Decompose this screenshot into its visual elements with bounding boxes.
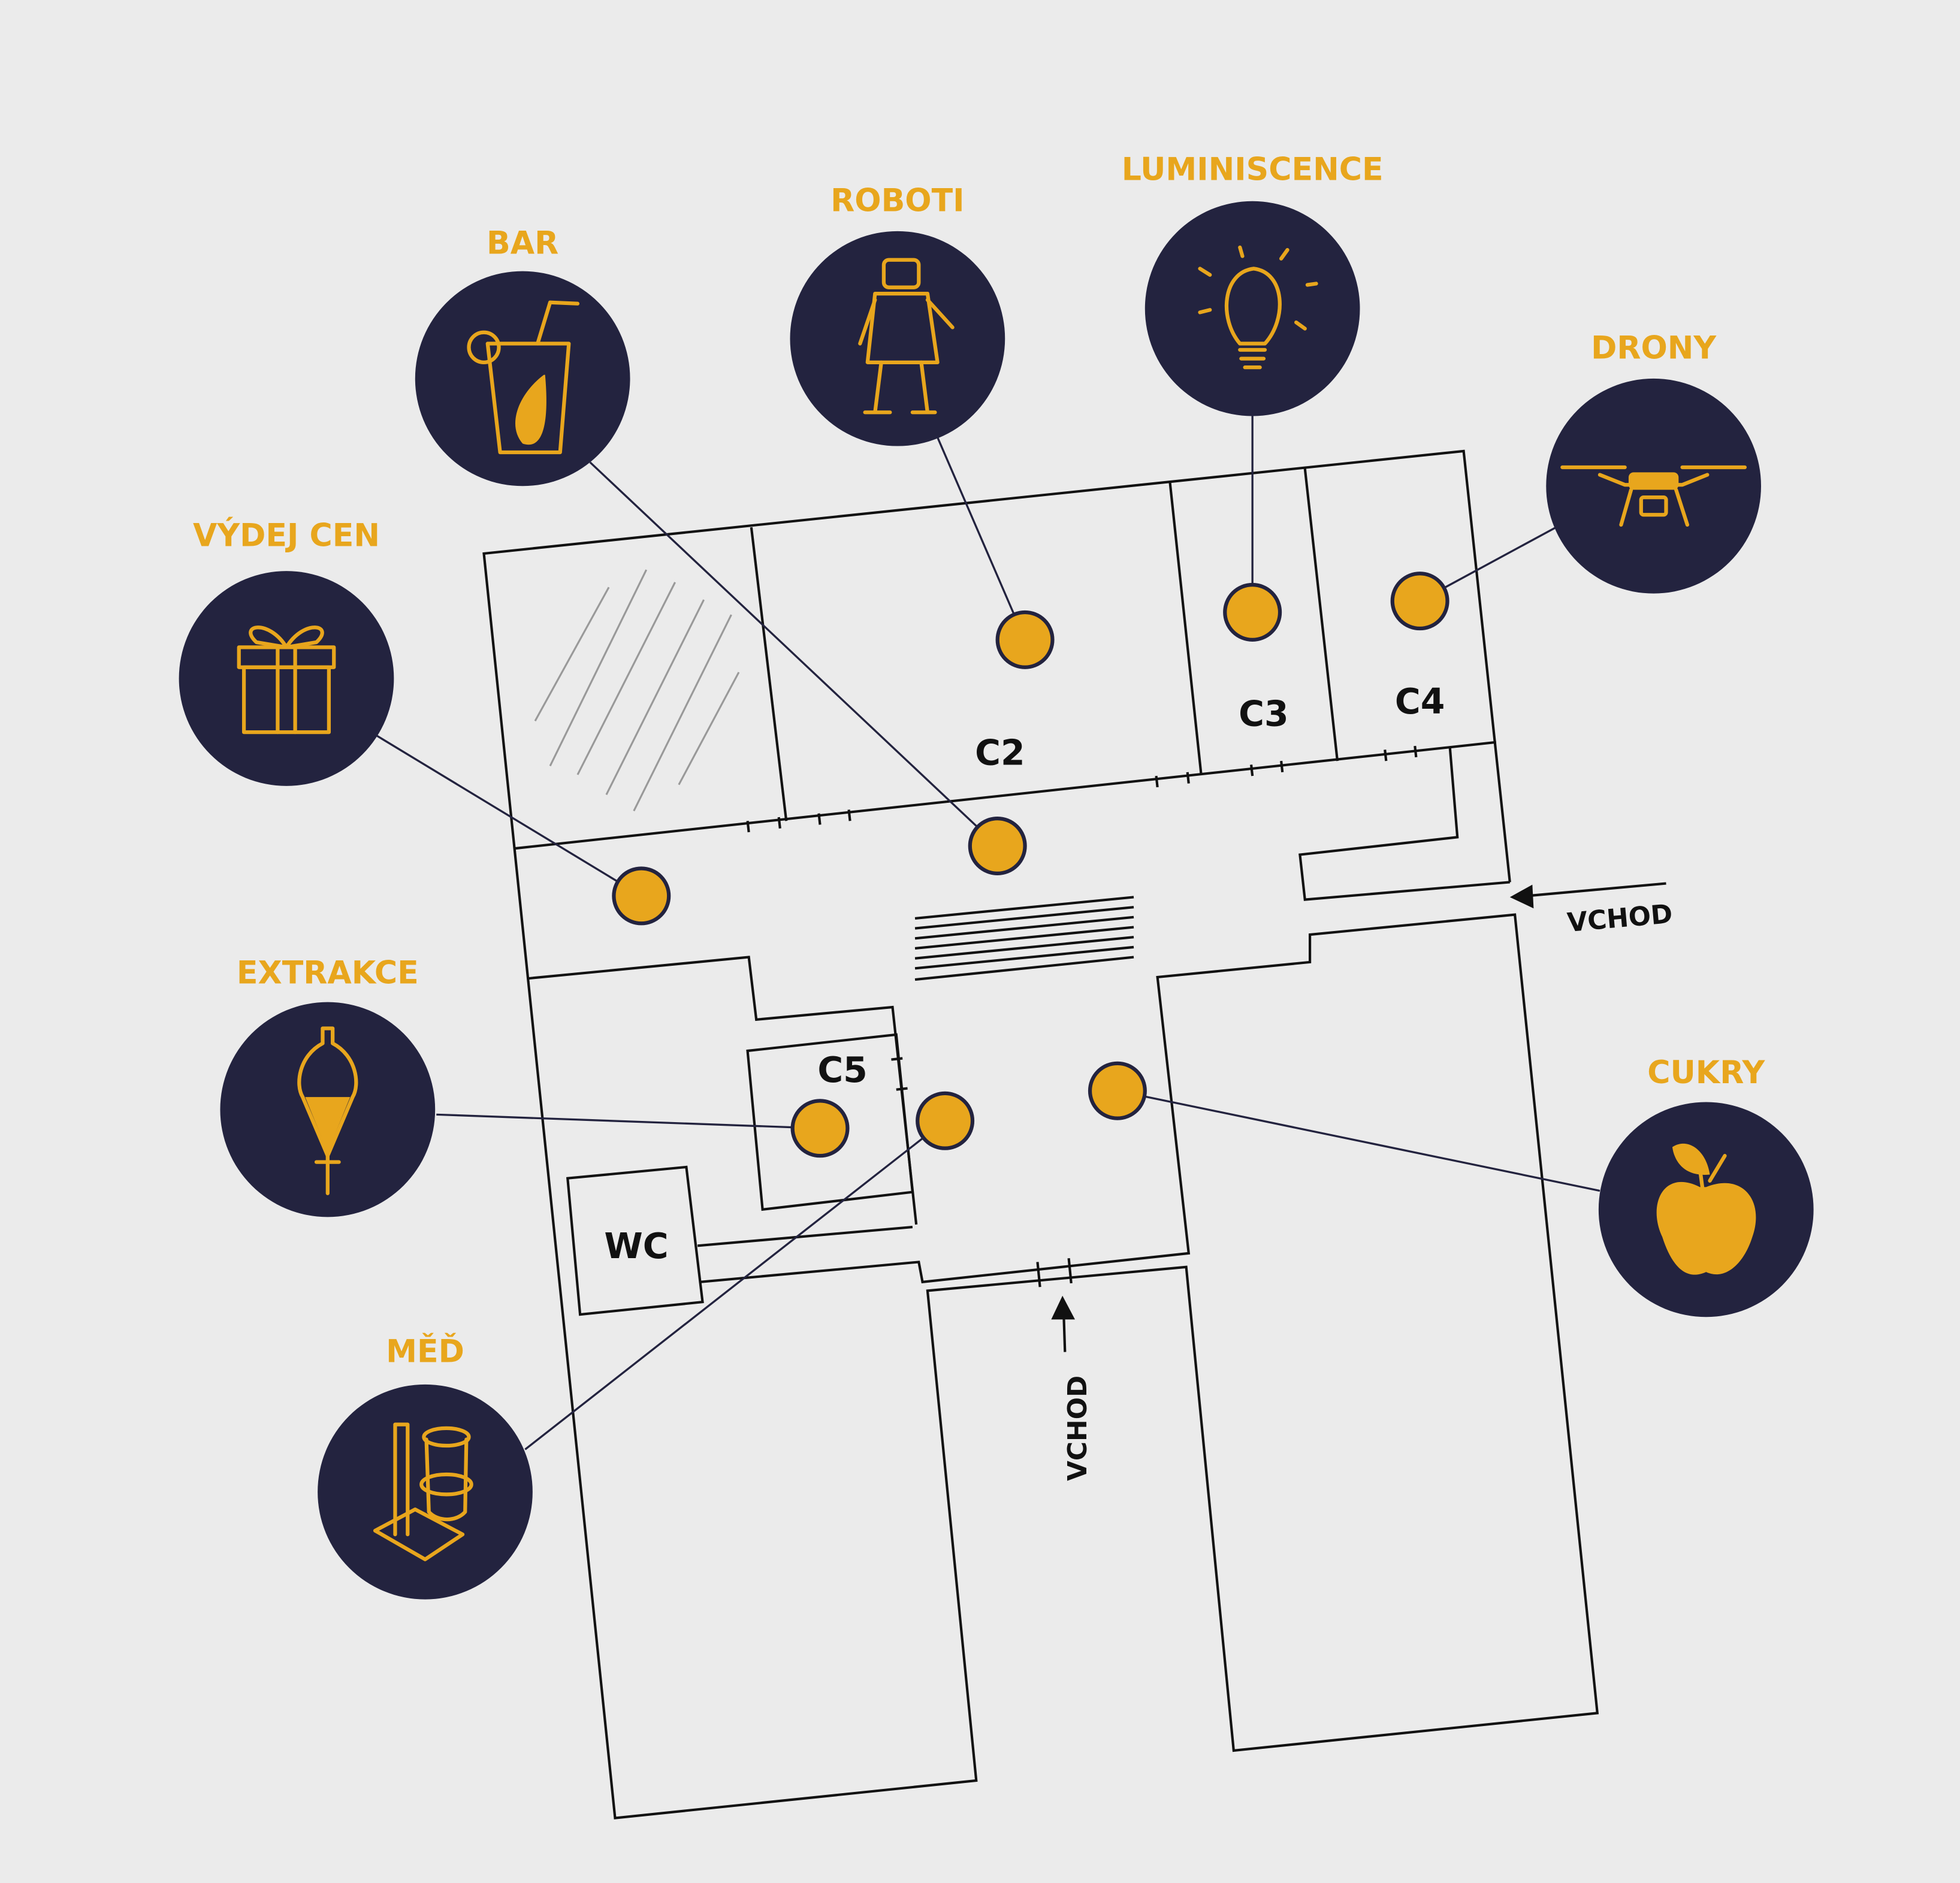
arrow-left-icon [1509,884,1534,909]
lab-stand-icon [373,1422,473,1561]
entrance-south: VCHOD [1051,1295,1093,1481]
station-med[interactable]: MĚĎ [318,1333,533,1600]
svg-text:MĚĎ: MĚĎ [386,1333,464,1370]
marker-cukry[interactable] [1088,1061,1147,1120]
station-drony[interactable]: DRONY [1546,331,1762,594]
robot-icon [858,258,955,415]
station-label: BAR [487,225,558,261]
marker-vydej-cen[interactable] [612,866,671,926]
marker-luminiscence[interactable] [1223,582,1282,642]
svg-text:EXTRAKCE: EXTRAKCE [237,955,419,991]
marker-med[interactable] [916,1091,975,1150]
marker-roboti[interactable] [995,610,1055,669]
arrow-up-icon [1051,1295,1076,1320]
lightbulb-icon [1198,245,1318,370]
svg-text:CUKRY: CUKRY [1647,1055,1765,1091]
svg-text:LUMINISCENCE: LUMINISCENCE [1122,152,1384,188]
door-ticks [746,745,1418,1287]
marker-extrakce[interactable] [790,1099,850,1158]
station-vydej-cen[interactable]: VÝDEJ CEN [179,516,394,786]
svg-text:DRONY: DRONY [1591,331,1717,367]
room-label-c3: C3 [1239,694,1288,735]
marker-drony[interactable] [1390,572,1449,631]
apple-icon [1656,1143,1756,1275]
station-cukry[interactable]: CUKRY [1598,1055,1814,1317]
gift-icon [237,625,336,735]
station-roboti[interactable]: ROBOTI [790,183,1005,446]
svg-text:ROBOTI: ROBOTI [830,183,964,219]
room-label-c2: C2 [975,732,1025,773]
location-markers [612,572,1449,1158]
separatory-funnel-icon [297,1026,358,1195]
room-label-wc: WC [604,1226,668,1267]
cocktail-icon [467,300,580,455]
svg-text:VÝDEJ CEN: VÝDEJ CEN [193,516,380,554]
marker-bar[interactable] [968,816,1027,875]
drone-icon [1560,465,1747,527]
room-label-c5: C5 [817,1050,867,1090]
room-label-c4: C4 [1395,681,1445,722]
station-luminiscence[interactable]: LUMINISCENCE [1122,152,1384,416]
hatched-area [534,569,740,812]
floor-plan-walls [482,449,1599,1819]
station-extrakce[interactable]: EXTRAKCE [220,955,436,1217]
svg-text:VCHOD: VCHOD [1062,1376,1093,1481]
stairs [914,896,1134,981]
leader-lines [375,416,1600,1450]
station-bar[interactable]: BAR [415,225,630,486]
room-labels: C2 C3 C4 C5 WC [604,681,1445,1267]
